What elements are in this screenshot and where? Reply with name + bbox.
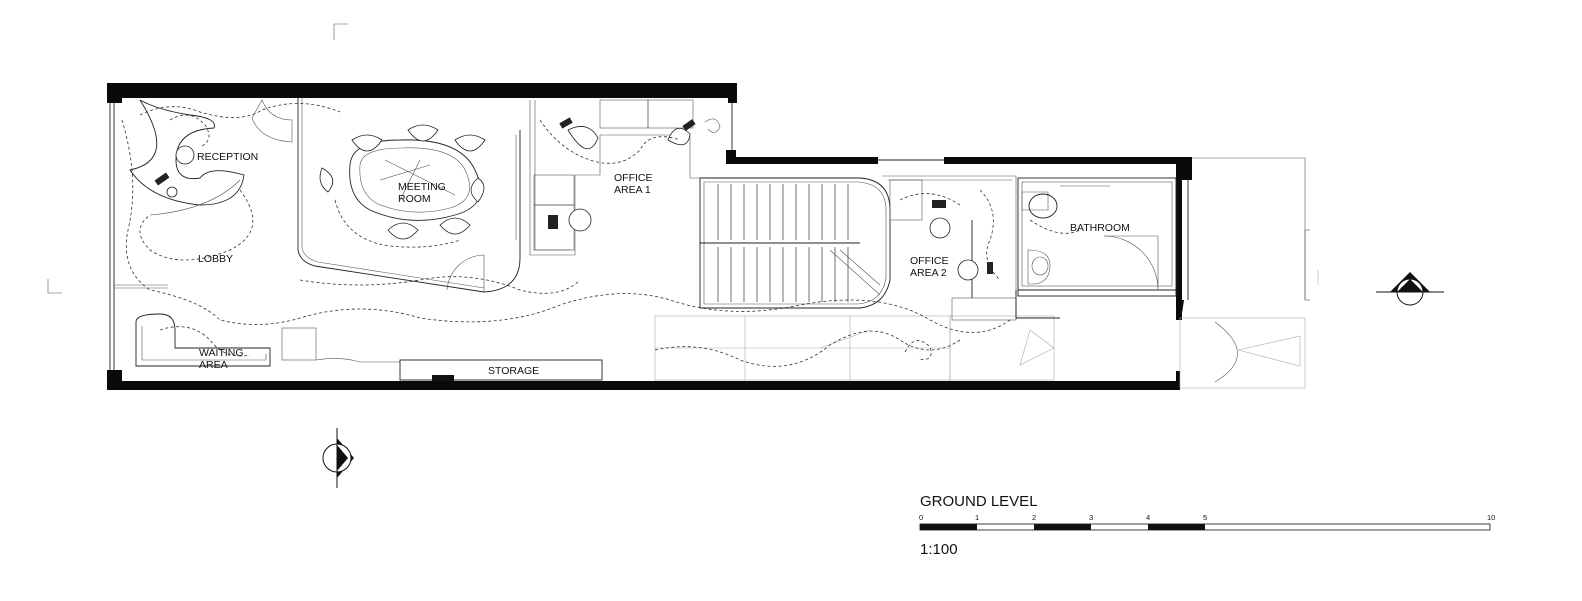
room-labels: RECEPTION MEETING ROOM LOBBY OFFICE AREA…	[197, 151, 1130, 377]
label-meeting-line1: MEETING	[398, 181, 446, 193]
label-office2-line1: OFFICE	[910, 255, 949, 267]
scale-tick-10: 10	[1487, 513, 1495, 522]
label-bathroom: BATHROOM	[1070, 222, 1130, 234]
office-area-1	[529, 99, 726, 256]
reception-desk	[129, 99, 293, 216]
scale-tick-5: 5	[1203, 513, 1207, 522]
stair-treads	[717, 184, 849, 302]
label-waiting-line1: WAITING	[199, 347, 244, 359]
staircase	[699, 177, 891, 309]
office-area-2	[882, 175, 1017, 321]
exterior-walls	[107, 83, 1192, 390]
corridor	[654, 315, 1055, 381]
scale-ratio: 1:100	[920, 541, 958, 558]
label-storage: STORAGE	[488, 365, 539, 377]
scale-tick-1: 1	[975, 513, 979, 522]
label-reception: RECEPTION	[197, 151, 258, 163]
section-b-label: B	[335, 455, 344, 461]
label-office1-line1: OFFICE	[614, 172, 653, 184]
bathroom	[1015, 177, 1177, 319]
meeting-chairs	[319, 124, 486, 240]
scale-tick-4: 4	[1146, 513, 1150, 522]
title-block: GROUND LEVEL 1:100 0 1 2 3 4 5 10	[919, 493, 1495, 558]
section-a-label: A	[1407, 283, 1413, 292]
crop-marks	[47, 23, 348, 294]
scale-tick-2: 2	[1032, 513, 1036, 522]
scale-tick-3: 3	[1089, 513, 1093, 522]
scale-bar: 0 1 2 3 4 5 10	[919, 513, 1495, 531]
lobby-glazing	[114, 284, 168, 289]
label-office2-line2: AREA 2	[910, 267, 947, 279]
meeting-room	[297, 98, 521, 293]
label-meeting-line2: ROOM	[398, 193, 431, 205]
drawing-title: GROUND LEVEL	[920, 493, 1038, 510]
external-deck	[1179, 157, 1319, 389]
section-marker-a: A	[1376, 272, 1444, 306]
label-office1-line2: AREA 1	[614, 184, 651, 196]
scale-tick-0: 0	[919, 513, 923, 522]
waiting-sofa	[135, 313, 400, 367]
section-marker-b: B	[322, 428, 354, 488]
label-lobby: LOBBY	[198, 253, 233, 265]
storage-unit	[399, 359, 603, 381]
label-waiting-line2: AREA	[199, 359, 228, 371]
circulation-paths	[121, 103, 1081, 367]
